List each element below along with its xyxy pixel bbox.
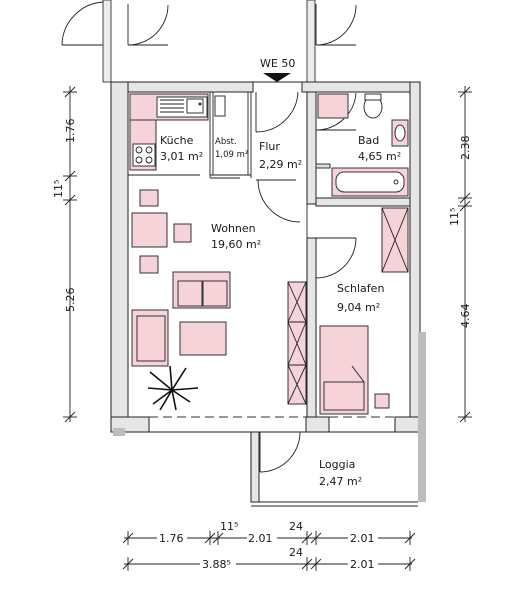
abst-area: 1,09 m² <box>215 150 248 160</box>
room-labels: Küche 3,01 m² Abst. 1,09 m² Flur 2,29 m²… <box>160 134 401 488</box>
bottom1-dim-d: 24 <box>289 520 303 533</box>
bad-name: Bad <box>358 134 379 147</box>
kueche-name: Küche <box>160 134 194 147</box>
loggia-area: 2,47 m² <box>319 475 362 488</box>
right-dim-bottom: 4.64 <box>459 304 472 329</box>
bathroom-fixtures <box>315 93 409 197</box>
left-dim-bottom: 5.26 <box>64 288 77 313</box>
bottom2-dim-a: 3.88⁵ <box>202 558 231 571</box>
flur-name: Flur <box>259 140 280 153</box>
loggia-name: Loggia <box>319 458 355 471</box>
right-dim-middle: 11⁵ <box>448 208 461 226</box>
living-furniture <box>131 189 307 405</box>
kueche-area: 3,01 m² <box>160 150 203 163</box>
schlafen-name: Schlafen <box>337 282 384 295</box>
right-dimension: 2.38 11⁵ 4.64 <box>448 86 472 423</box>
bottom1-dim-e: 2.01 <box>350 532 375 545</box>
plant-icon <box>147 365 199 411</box>
flur-area: 2,29 m² <box>259 158 302 171</box>
unit-label: WE 50 <box>260 57 295 70</box>
interior-walls <box>209 91 411 418</box>
right-dim-top: 2.38 <box>459 136 472 161</box>
bottom-dimension-row2: 3.88⁵ 24 2.01 <box>122 546 416 571</box>
bad-area: 4,65 m² <box>358 150 401 163</box>
bottom-dimension-row1: 1.76 11⁵ 2.01 24 2.01 <box>122 520 416 545</box>
bottom2-dim-b: 24 <box>289 546 303 559</box>
abst-name: Abst. <box>215 137 237 147</box>
loggia-outline <box>250 431 418 507</box>
bottom1-dim-b: 11⁵ <box>220 520 238 533</box>
bottom1-dim-c: 2.01 <box>248 532 273 545</box>
doors <box>255 91 357 473</box>
wohnen-name: Wohnen <box>211 222 256 235</box>
schlafen-area: 9,04 m² <box>337 301 380 314</box>
kitchen-fixtures <box>128 93 226 176</box>
bedroom-furniture <box>319 207 409 415</box>
bottom1-dim-a: 1.76 <box>159 532 184 545</box>
left-dimension: 1.76 11⁵ 5.26 <box>52 86 77 423</box>
bottom2-dim-c: 2.01 <box>350 558 375 571</box>
left-dim-middle: 11⁵ <box>52 180 65 198</box>
entrance-marker: WE 50 <box>260 57 295 82</box>
wohnen-area: 19,60 m² <box>211 238 261 251</box>
left-dim-top: 1.76 <box>64 119 77 144</box>
corridor-above <box>61 0 357 83</box>
outer-walls <box>110 81 426 502</box>
